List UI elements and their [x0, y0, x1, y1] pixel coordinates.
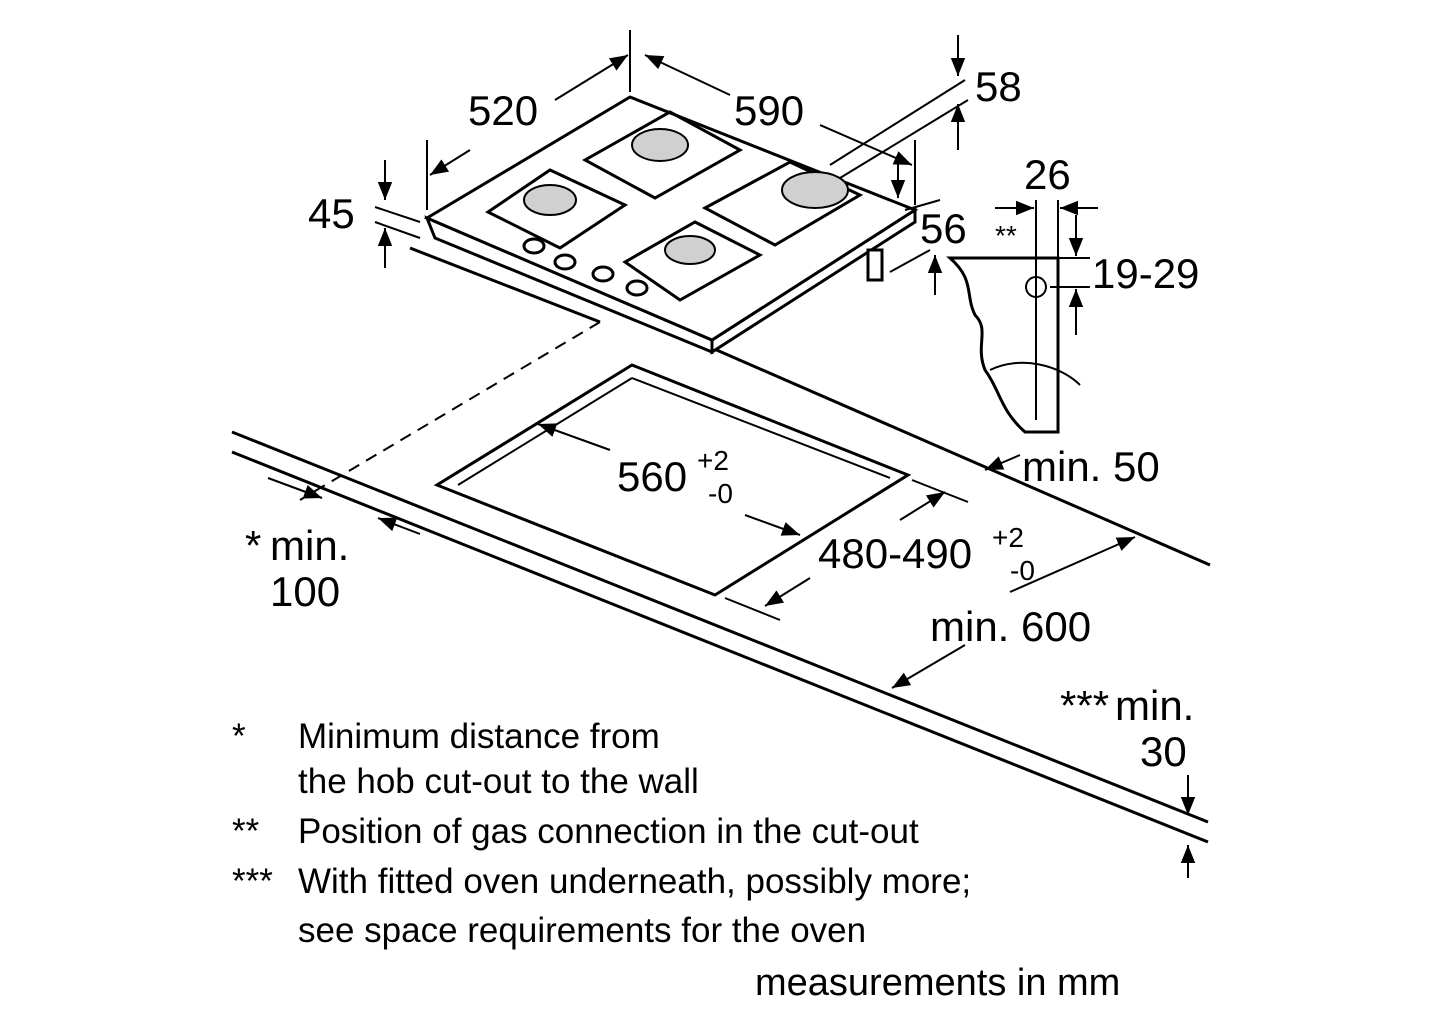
dim-width: 590 [734, 87, 804, 134]
dim-cutout-width: 560 [617, 453, 687, 500]
dim-leg-height: 56 [920, 205, 967, 252]
hob [423, 95, 919, 355]
dim-min-depth: min. 600 [930, 603, 1091, 650]
burner-front [622, 220, 764, 302]
note-marker: ** [232, 812, 260, 851]
dim-depth: 520 [468, 87, 538, 134]
note-marker: * [232, 717, 246, 756]
note-text: the hob cut-out to the wall [298, 762, 699, 801]
hob-foot [866, 248, 884, 282]
note-text: Minimum distance from [298, 717, 660, 756]
oven-min-value: 30 [1140, 728, 1187, 775]
burner-left [485, 168, 629, 250]
footnotes: * Minimum distance from the hob cut-out … [232, 717, 971, 950]
note-marker: *** [232, 862, 273, 901]
note-text: Position of gas connection in the cut-ou… [298, 812, 919, 851]
note-text: see space requirements for the oven [298, 911, 866, 950]
dim-cutout-depth: 480-490 [818, 530, 972, 577]
units-label: measurements in mm [755, 962, 1120, 1004]
oven-marker: *** [1060, 682, 1109, 729]
wall-min-value: 100 [270, 568, 340, 615]
dimension-lines [267, 30, 1196, 878]
dim-cutout-depth-tol-plus: +2 [992, 522, 1024, 553]
dim-gas-height: 19-29 [1092, 250, 1199, 297]
control-knobs [522, 237, 649, 297]
dim-gas-offset: 26 [1024, 151, 1071, 198]
burner-back [581, 110, 744, 200]
wall-min-label: min. [270, 522, 349, 569]
dim-thickness: 45 [308, 190, 355, 237]
note-text: With fitted oven underneath, possibly mo… [298, 862, 971, 901]
oven-min-label: min. [1115, 682, 1194, 729]
dim-min-back: min. 50 [1022, 443, 1160, 490]
burner-right [701, 160, 864, 247]
wall-marker: * [245, 522, 261, 569]
dim-cutout-width-tol-minus: -0 [708, 478, 733, 509]
gas-connection-profile [946, 200, 1098, 434]
countertop [231, 246, 1211, 844]
dim-cutout-depth-tol-minus: -0 [1010, 555, 1035, 586]
dim-height-top: 58 [975, 63, 1022, 110]
gas-marker: ** [995, 220, 1017, 251]
dim-cutout-width-tol-plus: +2 [697, 445, 729, 476]
